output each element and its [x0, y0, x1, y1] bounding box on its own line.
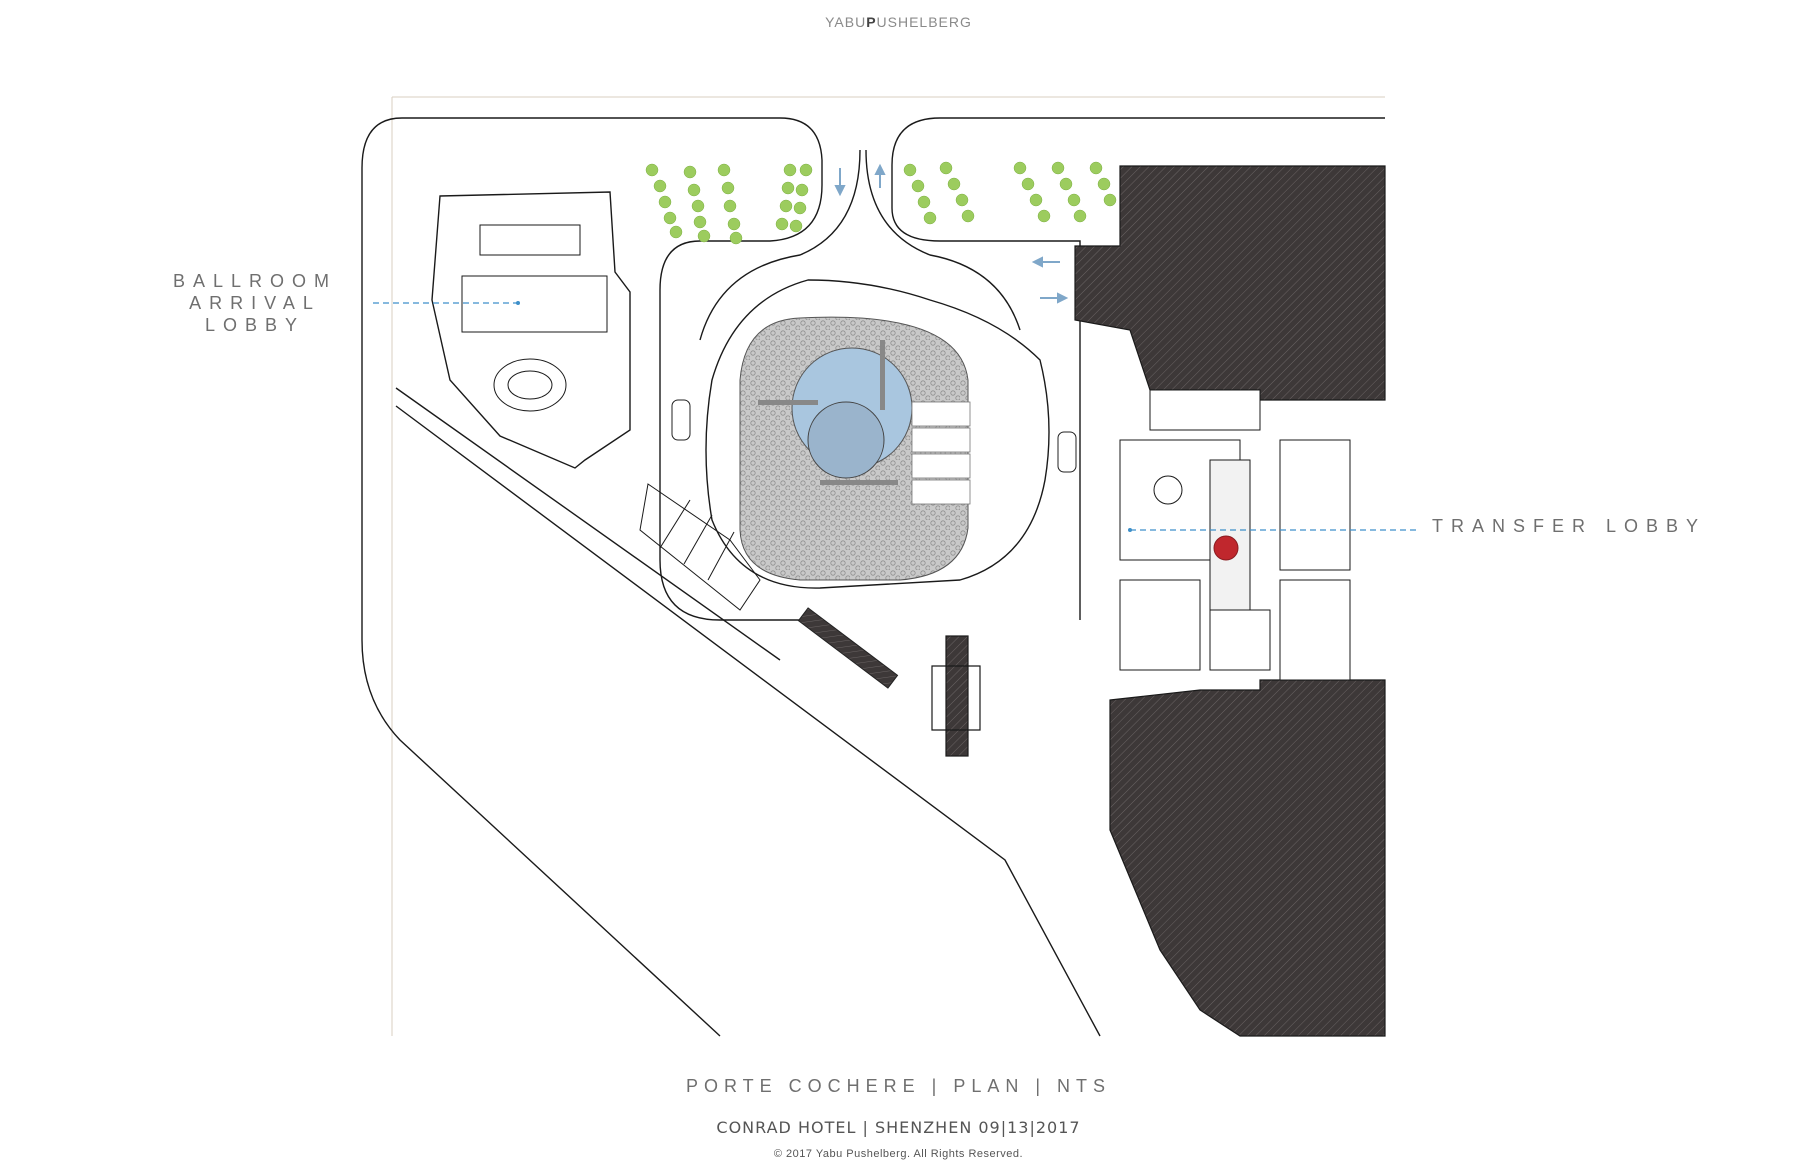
kerb-bays	[639, 483, 761, 611]
vent-grate	[797, 607, 899, 689]
hotel-building	[1074, 165, 1386, 1037]
traffic-arrows	[834, 163, 1069, 304]
site-boundary	[391, 96, 1385, 1036]
ballroom-label-line2: ARRIVAL	[189, 293, 321, 313]
brand-logo: YABUPUSHELBERG	[825, 14, 972, 30]
lobby-art-marker	[1213, 535, 1239, 561]
copyright-notice: © 2017 Yabu Pushelberg. All Rights Reser…	[773, 1148, 1024, 1160]
callout-lines	[373, 302, 1420, 531]
transfer-lobby-label: TRANSFER LOBBY	[1432, 516, 1707, 536]
ballroom-arrival-lobby-label: BALLROOM ARRIVAL LOBBY	[170, 270, 340, 336]
stair-structure	[931, 635, 981, 757]
ballroom-pavilion	[431, 191, 631, 469]
cars	[671, 399, 1077, 473]
transfer-lobby-core	[1119, 389, 1351, 681]
central-garden	[739, 316, 971, 581]
landscape-trees	[645, 161, 1117, 245]
drawing-title: PORTE COCHERE | PLAN | NTS	[685, 1076, 1112, 1096]
street-curbs	[361, 117, 1385, 1037]
project-subtitle: CONRAD HOTEL | SHENZHEN 09|13|2017	[716, 1118, 1081, 1137]
ballroom-label-line1: BALLROOM	[172, 271, 338, 291]
ballroom-label-line3: LOBBY	[204, 315, 306, 335]
drive-loop	[699, 149, 1050, 589]
